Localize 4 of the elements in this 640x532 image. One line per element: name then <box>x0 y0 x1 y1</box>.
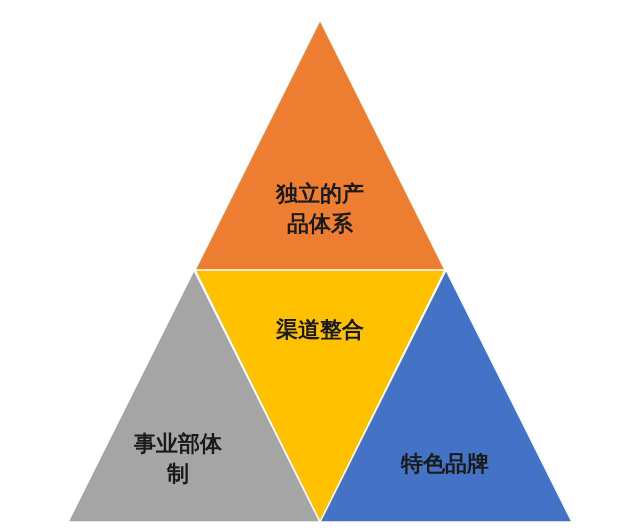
segment-label: 独立的产品体系 <box>274 180 365 239</box>
segment-label: 事业部体制 <box>133 431 223 489</box>
segment-label: 特色品牌 <box>400 451 490 479</box>
segment-label: 渠道整合 <box>275 317 365 345</box>
